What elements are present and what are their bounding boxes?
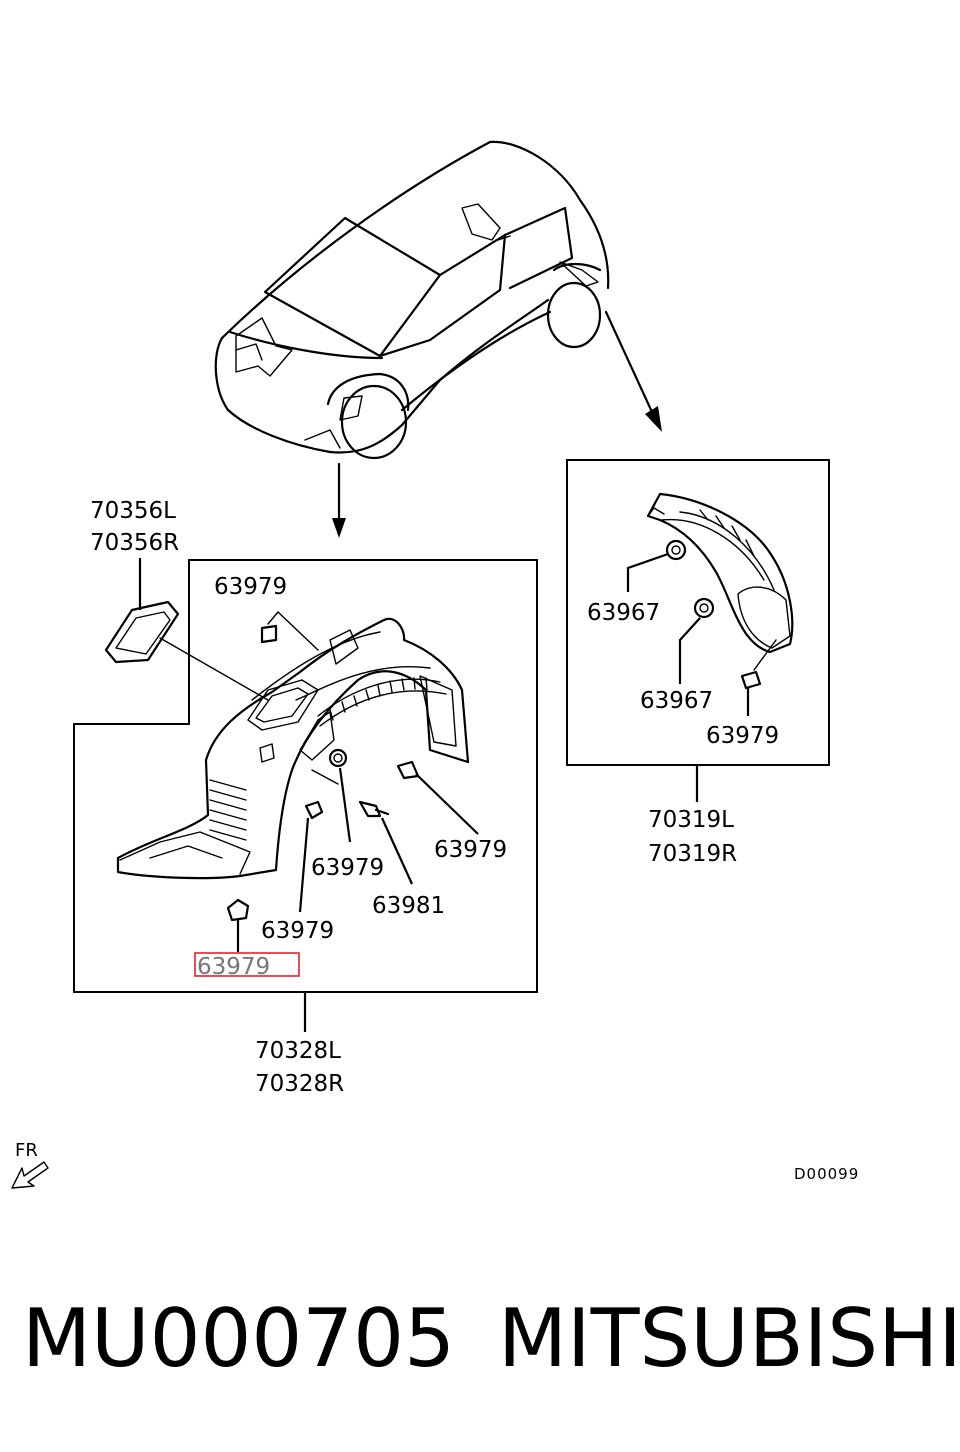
label-clip-top: 63979 <box>214 574 287 600</box>
highlight-box <box>194 952 300 977</box>
front-wheel-liner <box>116 617 470 880</box>
front-direction-indicator: FR <box>11 1140 49 1189</box>
label-clip-lower: 63979 <box>261 918 334 944</box>
front-fasteners <box>226 611 479 952</box>
front-liner-frame <box>73 559 538 993</box>
liner-ribs <box>329 677 428 721</box>
label-grommet-r: 70356R <box>90 530 179 556</box>
liner-lower-ribs <box>209 779 247 841</box>
label-grommet-l: 70356L <box>90 498 176 524</box>
brand-name: MITSUBISHI <box>498 1292 960 1385</box>
grommet-part <box>104 558 269 701</box>
label-clip-right: 63979 <box>434 837 507 863</box>
front-arrow-icon <box>11 1161 49 1189</box>
label-front-liner-l: 70328L <box>255 1038 341 1064</box>
label-clip-mid: 63979 <box>311 855 384 881</box>
label-nut-lower: 63967 <box>640 688 713 714</box>
label-clip-highlighted: 63979 <box>197 954 270 980</box>
diagram-code: D00099 <box>794 1165 859 1183</box>
label-rear-liner-l: 70319L <box>648 807 734 833</box>
part-number: MU000705 <box>22 1292 455 1385</box>
label-nut-upper: 63967 <box>587 600 660 626</box>
label-front-liner-r: 70328R <box>255 1071 344 1097</box>
car-illustration <box>214 140 662 538</box>
label-rear-liner-r: 70319R <box>648 841 737 867</box>
front-direction-label: FR <box>15 1140 38 1161</box>
rear-fasteners <box>626 539 777 716</box>
label-rear-clip: 63979 <box>706 723 779 749</box>
rear-wheel-liner <box>646 492 794 654</box>
label-screw: 63981 <box>372 893 445 919</box>
